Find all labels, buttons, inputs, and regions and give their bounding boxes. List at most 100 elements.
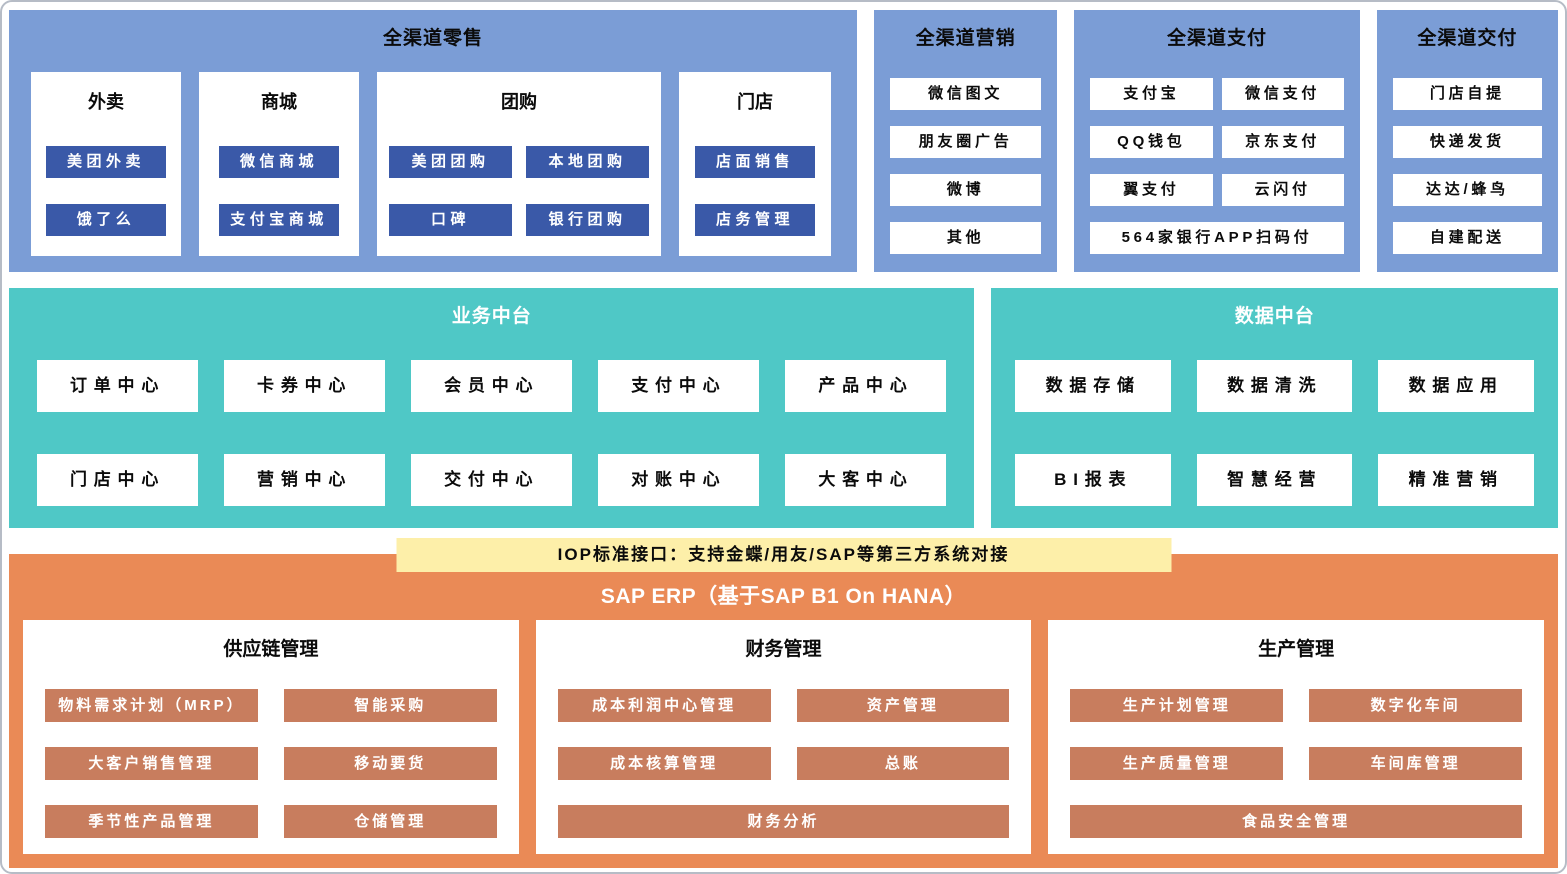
panel-omnichannel-retail: 全渠道零售 外卖 美团外卖 饿了么 商城 微信商城 支付宝商城 — [9, 10, 858, 272]
chip-data-application: 数据应用 — [1378, 360, 1534, 412]
chip-dada-fengniao: 达达/蜂鸟 — [1392, 174, 1542, 206]
chip-local-groupbuy: 本地团购 — [526, 146, 649, 178]
chip-workshop-inventory: 车间库管理 — [1309, 747, 1523, 780]
omnichannel-delivery-title: 全渠道交付 — [1417, 28, 1518, 49]
panel-omnichannel-payment: 全渠道支付 支付宝 微信支付 QQ钱包 京东支付 翼支付 云闪付 564家银行A… — [1074, 10, 1360, 272]
chip-cost-profit-center: 成本利润中心管理 — [557, 689, 771, 722]
chip-bank-app-scan-pay: 564家银行APP扫码付 — [1090, 222, 1344, 254]
module-supply-chain-title: 供应链管理 — [223, 639, 319, 660]
marketing-chips: 微信图文 朋友圈广告 微博 其他 — [874, 78, 1057, 254]
panel-business-platform: 业务中台 订单中心 卡券中心 会员中心 支付中心 产品中心 门店中心 营销中心 … — [9, 288, 975, 528]
group-mall: 商城 微信商城 支付宝商城 — [199, 72, 359, 256]
chip-store-sales: 店面销售 — [695, 146, 815, 178]
iop-interface-banner: IOP标准接口：支持金蝶/用友/SAP等第三方系统对接 — [396, 538, 1171, 572]
chip-other-marketing: 其他 — [890, 222, 1042, 254]
group-store: 门店 店面销售 店务管理 — [679, 72, 831, 256]
chip-wechat-articles: 微信图文 — [890, 78, 1042, 110]
chip-bi-report: BI报表 — [1015, 454, 1171, 506]
chip-data-storage: 数据存储 — [1015, 360, 1171, 412]
production-chips: 生产计划管理 数字化车间 生产质量管理 车间库管理 食品安全管理 — [1070, 689, 1523, 838]
chip-general-ledger: 总账 — [796, 747, 1010, 780]
data-platform-title: 数据中台 — [1234, 306, 1315, 327]
data-platform-chips: 数据存储 数据清洗 数据应用 BI报表 智慧经营 精准营销 — [991, 360, 1558, 506]
panel-omnichannel-marketing: 全渠道营销 微信图文 朋友圈广告 微博 其他 — [874, 10, 1058, 272]
group-takeout: 外卖 美团外卖 饿了么 — [31, 72, 181, 256]
chip-precision-marketing: 精准营销 — [1378, 454, 1534, 506]
module-finance-title: 财务管理 — [745, 639, 822, 660]
module-supply-chain: 供应链管理 物料需求计划（MRP） 智能采购 大客户销售管理 移动要货 季节性产… — [23, 620, 519, 854]
chip-jd-pay: 京东支付 — [1221, 126, 1344, 158]
chip-smart-operation: 智慧经营 — [1196, 454, 1353, 506]
chip-alipay-mall: 支付宝商城 — [219, 204, 339, 236]
chip-koubei: 口碑 — [389, 204, 512, 236]
payment-chips: 支付宝 微信支付 QQ钱包 京东支付 翼支付 云闪付 564家银行APP扫码付 — [1074, 78, 1360, 254]
group-mall-chips: 微信商城 支付宝商城 — [219, 146, 339, 236]
chip-asset-mgmt: 资产管理 — [796, 689, 1010, 722]
group-groupbuy-title: 团购 — [501, 92, 537, 112]
chip-payment-center: 支付中心 — [598, 360, 760, 412]
chip-key-account-sales: 大客户销售管理 — [45, 747, 258, 780]
chip-eleme: 饿了么 — [46, 204, 166, 236]
group-takeout-title: 外卖 — [88, 92, 124, 112]
business-platform-chips: 订单中心 卡券中心 会员中心 支付中心 产品中心 门店中心 营销中心 交付中心 … — [9, 360, 974, 506]
chip-moments-ads: 朋友圈广告 — [890, 126, 1042, 158]
sap-erp-title: SAP ERP（基于SAP B1 On HANA） — [600, 585, 967, 608]
chip-marketing-center: 营销中心 — [224, 454, 386, 506]
chip-mrp: 物料需求计划（MRP） — [45, 689, 258, 722]
retail-groups: 外卖 美团外卖 饿了么 商城 微信商城 支付宝商城 团购 — [9, 72, 857, 256]
group-mall-title: 商城 — [261, 92, 297, 112]
chip-production-planning: 生产计划管理 — [1070, 689, 1284, 722]
chip-key-account-center: 大客中心 — [785, 454, 947, 506]
chip-financial-analysis: 财务分析 — [557, 805, 1010, 838]
chip-member-center: 会员中心 — [411, 360, 573, 412]
panel-data-platform: 数据中台 数据存储 数据清洗 数据应用 BI报表 智慧经营 精准营销 — [991, 288, 1558, 528]
chip-alipay: 支付宝 — [1090, 78, 1213, 110]
chip-reconciliation-center: 对账中心 — [598, 454, 760, 506]
chip-self-delivery: 自建配送 — [1392, 222, 1542, 254]
module-production-title: 生产管理 — [1258, 639, 1335, 660]
chip-weibo: 微博 — [890, 174, 1042, 206]
group-groupbuy: 团购 美团团购 本地团购 口碑 银行团购 — [377, 72, 661, 256]
chip-yi-pay: 翼支付 — [1090, 174, 1213, 206]
omnichannel-payment-title: 全渠道支付 — [1167, 28, 1268, 49]
module-production: 生产管理 生产计划管理 数字化车间 生产质量管理 车间库管理 食品安全管理 — [1048, 620, 1545, 854]
chip-cost-accounting: 成本核算管理 — [557, 747, 771, 780]
chip-smart-procurement: 智能采购 — [283, 689, 497, 722]
chip-unionpay-quickpass: 云闪付 — [1221, 174, 1344, 206]
group-store-chips: 店面销售 店务管理 — [695, 146, 815, 236]
chip-delivery-center: 交付中心 — [411, 454, 573, 506]
chip-order-center: 订单中心 — [37, 360, 199, 412]
top-channel-row: 全渠道零售 外卖 美团外卖 饿了么 商城 微信商城 支付宝商城 — [9, 10, 1558, 272]
finance-chips: 成本利润中心管理 资产管理 成本核算管理 总账 财务分析 — [557, 689, 1010, 838]
chip-store-pickup: 门店自提 — [1392, 78, 1542, 110]
erp-modules: 供应链管理 物料需求计划（MRP） 智能采购 大客户销售管理 移动要货 季节性产… — [9, 620, 1558, 854]
chip-mobile-ordering: 移动要货 — [283, 747, 497, 780]
group-groupbuy-chips: 美团团购 本地团购 口碑 银行团购 — [389, 146, 649, 236]
group-takeout-chips: 美团外卖 饿了么 — [46, 146, 166, 236]
chip-production-quality: 生产质量管理 — [1070, 747, 1284, 780]
chip-meituan-groupbuy: 美团团购 — [389, 146, 512, 178]
module-finance: 财务管理 成本利润中心管理 资产管理 成本核算管理 总账 财务分析 — [535, 620, 1032, 854]
chip-bank-groupbuy: 银行团购 — [526, 204, 649, 236]
chip-meituan-waimai: 美团外卖 — [46, 146, 166, 178]
chip-wechat-pay: 微信支付 — [1221, 78, 1344, 110]
chip-warehouse-mgmt: 仓储管理 — [283, 805, 497, 838]
chip-coupon-center: 卡券中心 — [224, 360, 386, 412]
delivery-chips: 门店自提 快递发货 达达/蜂鸟 自建配送 — [1377, 78, 1558, 254]
panel-sap-erp: SAP ERP（基于SAP B1 On HANA） 供应链管理 物料需求计划（M… — [9, 554, 1558, 868]
omnichannel-retail-title: 全渠道零售 — [383, 28, 484, 49]
group-store-title: 门店 — [737, 92, 773, 112]
chip-data-cleaning: 数据清洗 — [1196, 360, 1353, 412]
middle-platform-row: 业务中台 订单中心 卡券中心 会员中心 支付中心 产品中心 门店中心 营销中心 … — [9, 288, 1558, 528]
chip-qq-wallet: QQ钱包 — [1090, 126, 1213, 158]
chip-express-shipping: 快递发货 — [1392, 126, 1542, 158]
business-platform-title: 业务中台 — [451, 306, 532, 327]
chip-store-ops: 店务管理 — [695, 204, 815, 236]
chip-digital-workshop: 数字化车间 — [1309, 689, 1523, 722]
panel-omnichannel-delivery: 全渠道交付 门店自提 快递发货 达达/蜂鸟 自建配送 — [1376, 10, 1558, 272]
omnichannel-marketing-title: 全渠道营销 — [915, 28, 1016, 49]
supply-chain-chips: 物料需求计划（MRP） 智能采购 大客户销售管理 移动要货 季节性产品管理 仓储… — [45, 689, 497, 838]
chip-seasonal-product: 季节性产品管理 — [45, 805, 258, 838]
chip-store-center: 门店中心 — [37, 454, 199, 506]
